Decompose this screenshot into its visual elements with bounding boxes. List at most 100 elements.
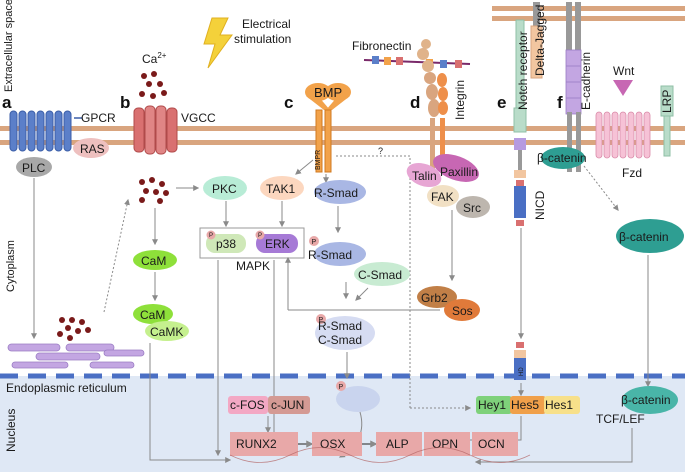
- cam-node-2: [133, 304, 173, 324]
- cfos-node: [228, 396, 268, 414]
- runx2-gene-box: [230, 432, 298, 456]
- tak1-node: [260, 176, 304, 200]
- sos-node: [444, 299, 480, 321]
- cytoplasm-label: Cytoplasm: [5, 240, 17, 292]
- top-membrane: [492, 6, 685, 21]
- hes1-label: Hes1: [545, 398, 573, 412]
- delta-jagged-ligand: [530, 2, 543, 79]
- bmp-receptor: [315, 109, 332, 173]
- rsmad-label-1: R-Smad: [314, 186, 358, 200]
- fibronectin-label: Fibronectin: [352, 39, 411, 53]
- bcatenin-label-2: β-catenin: [619, 230, 669, 244]
- nuclear-smad-node: [336, 386, 380, 412]
- svg-text:P: P: [312, 239, 317, 246]
- cfos-label: c-FOS: [230, 398, 265, 412]
- lightning-icon: [203, 17, 233, 69]
- talin-label: Talin: [412, 169, 437, 183]
- cell-membrane: [0, 126, 685, 145]
- p38-node: [206, 234, 246, 253]
- stimulus-line1: Electrical: [242, 17, 291, 31]
- panel-e-label: e: [497, 93, 506, 112]
- hes1-node: [544, 396, 580, 414]
- nicd-label: NICD: [533, 190, 547, 220]
- extracellular-calcium: [139, 71, 167, 99]
- extracellular-label: Extracellular space: [3, 0, 15, 92]
- bcatenin-cytoplasm-node: [616, 219, 684, 253]
- svg-text:P: P: [258, 233, 262, 239]
- src-node: [456, 196, 490, 218]
- bcatenin-label-3: β-catenin: [621, 393, 671, 407]
- fibronectin-molecule: [363, 56, 471, 68]
- cam-node-1: [133, 250, 177, 270]
- panel-b-label: b: [120, 93, 130, 112]
- stimulus-line2: stimulation: [234, 32, 291, 46]
- panel-f-label: f: [557, 93, 563, 112]
- gpcr-receptor: [9, 110, 72, 152]
- nuclear-nicd: [514, 342, 526, 380]
- bmp-label: BMP: [314, 85, 342, 100]
- bcatenin-nuclear-node: [622, 386, 678, 414]
- tak1-label: TAK1: [266, 182, 295, 196]
- svg-text:P: P: [319, 317, 324, 324]
- panel-a-label: a: [2, 93, 12, 112]
- paxillin-label: Paxillin: [440, 165, 478, 179]
- mapk-box: [199, 227, 305, 259]
- erk-node: [256, 234, 298, 253]
- svg-text:P: P: [339, 384, 344, 391]
- er-calcium-cluster: [57, 317, 91, 341]
- wnt-label: Wnt: [613, 64, 635, 78]
- delta-label: Delta-Jagged: [533, 5, 547, 76]
- src-label: Src: [463, 201, 481, 215]
- grb2-label: Grb2: [421, 291, 448, 305]
- mapk-label: MAPK: [236, 259, 270, 273]
- notch-receptor: [513, 19, 527, 226]
- fak-node: [427, 185, 459, 207]
- talin-node: [406, 162, 442, 188]
- grb2-node: [417, 286, 457, 308]
- bmpr-label: BMPR: [315, 150, 322, 170]
- integrin-label: Integrin: [453, 80, 467, 120]
- bcatenin-label-1: β-catenin: [537, 151, 587, 165]
- wnt-ligand: [613, 80, 633, 96]
- lrp-label: LRP: [660, 90, 674, 113]
- bmp-ligand: [305, 83, 351, 110]
- cam-label-1: CaM: [141, 254, 166, 268]
- alp-gene-box: [376, 432, 422, 456]
- intracellular-calcium: [139, 177, 169, 204]
- hd-label: HD: [519, 367, 525, 376]
- fak-label: FAK: [431, 190, 454, 204]
- tcflef-label: TCF/LEF: [596, 412, 645, 426]
- panel-d-label: d: [410, 93, 420, 112]
- fzd-label: Fzd: [622, 166, 642, 180]
- smad-complex-rsmad: R-Smad: [318, 319, 362, 333]
- rsmad-node-2: [314, 242, 366, 266]
- hey1-label: Hey1: [478, 398, 506, 412]
- ras-label: RAS: [80, 142, 105, 156]
- runx2-label: RUNX2: [236, 437, 277, 451]
- pkc-node: [203, 176, 247, 200]
- hes5-label: Hes5: [511, 398, 539, 412]
- integrin-receptor: [417, 39, 448, 170]
- rsmad-node-1: [314, 180, 366, 204]
- camk-label: CaMK: [150, 325, 183, 339]
- alp-label: ALP: [386, 437, 409, 451]
- gpcr-label: GPCR: [81, 111, 116, 125]
- csmad-label: C-Smad: [358, 268, 402, 282]
- notch-label: Notch receptor: [516, 31, 530, 110]
- ras-node: [73, 138, 109, 158]
- unknown-link-label: ?: [378, 146, 383, 156]
- plc-label: PLC: [22, 161, 46, 175]
- ecadherin-label: E-cadherin: [579, 52, 593, 110]
- ocn-label: OCN: [478, 437, 505, 451]
- bcatenin-membrane-node: [541, 147, 585, 169]
- lrp-receptor: [660, 85, 674, 157]
- cjun-node: [268, 396, 310, 414]
- hey1-node: [476, 396, 512, 414]
- erk-label: ERK: [265, 237, 290, 251]
- calcium-label: Ca2+: [142, 51, 167, 66]
- fzd-receptor: [595, 111, 651, 159]
- rsmad-label-2: R-Smad: [308, 248, 352, 262]
- p38-label: p38: [216, 237, 236, 251]
- cam-label-2: CaM: [140, 308, 165, 322]
